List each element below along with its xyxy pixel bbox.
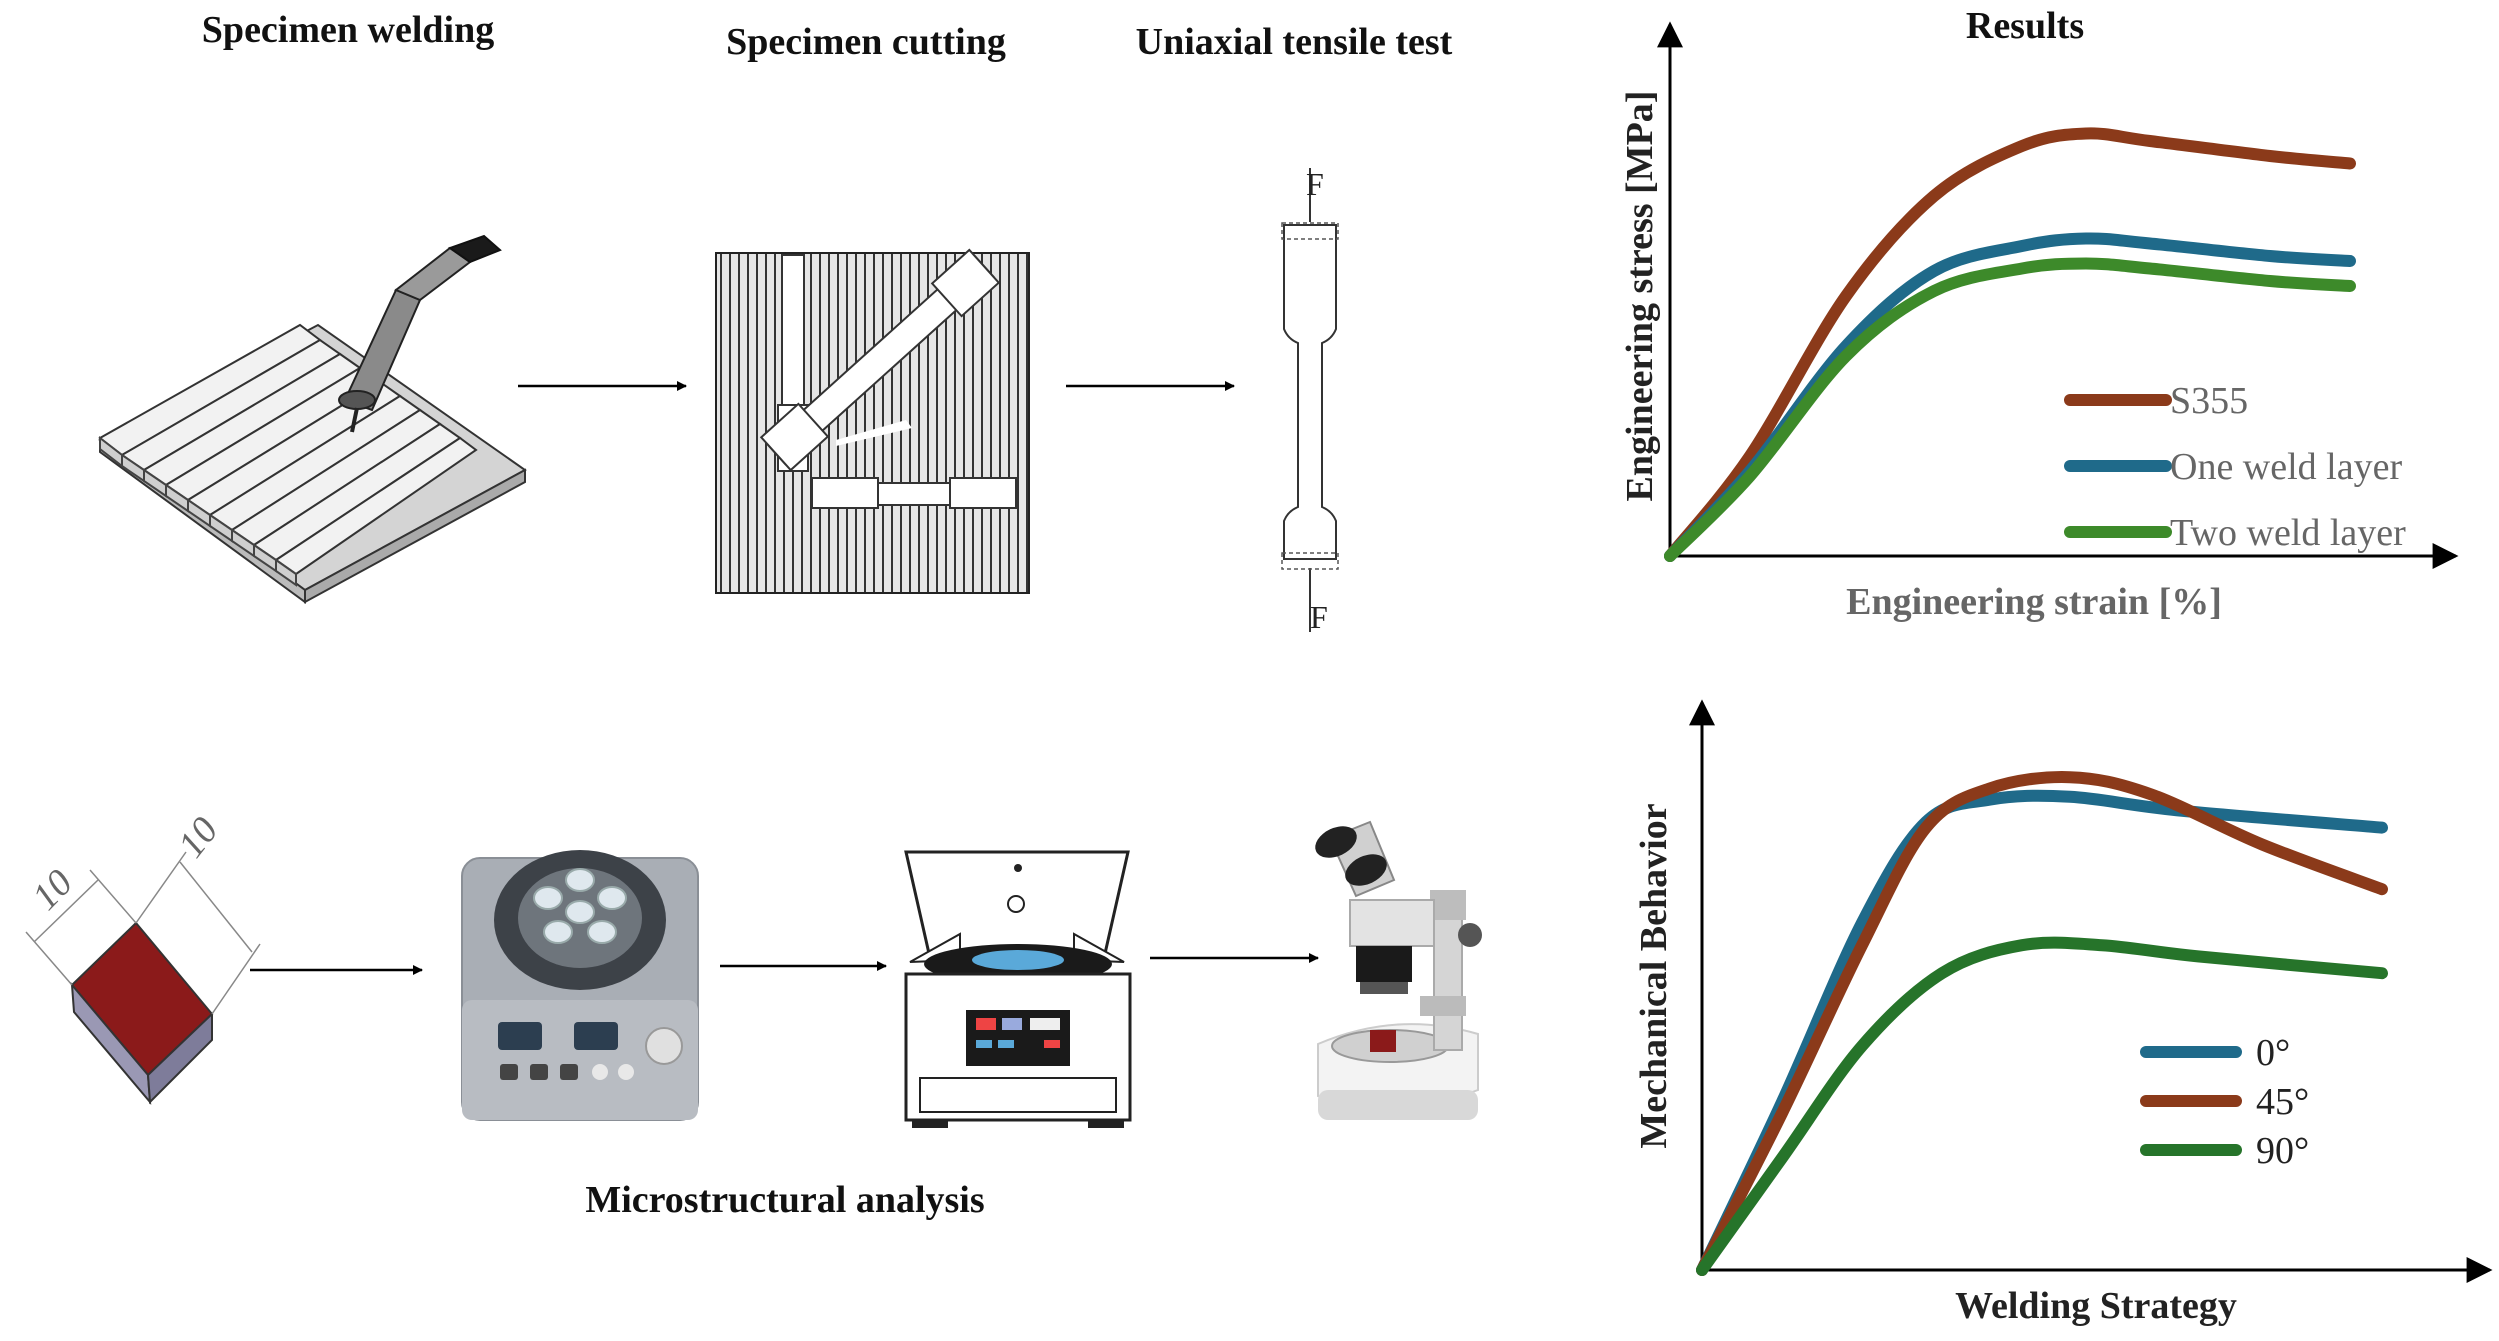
microscope-illustration [1315,820,1482,1120]
chart2-legend-label-1: 0° [2256,1032,2290,1074]
force-label-bottom: F [1310,599,1328,635]
chart2-legend-label-2: 45° [2256,1081,2309,1123]
force-label-top: F [1306,166,1324,202]
chart1-legend-label-1: S355 [2170,380,2248,422]
chart1-series-line-1 [1664,127,2356,562]
title-uniaxial-tensile-test: Uniaxial tensile test [1136,21,1453,63]
chart1-x-axis-label: Engineering strain [%] [1846,581,2222,623]
tensile-specimen-illustration [1281,168,1339,632]
title-microstructural-analysis: Microstructural analysis [585,1179,984,1221]
chart2-legend-label-3: 90° [2256,1130,2309,1172]
polishing-machine-illustration [461,850,699,1121]
centrifuge-illustration [904,850,1132,1128]
cube-dim-b: 10 [170,810,226,866]
chart1-legend-label-3: Two weld layer [2170,512,2406,554]
chart1-legend-label-2: One weld layer [2170,446,2402,488]
title-results: Results [1966,5,2084,47]
chart2-series-line-2 [1696,771,2388,1276]
title-specimen-cutting: Specimen cutting [726,21,1006,63]
cube-dim-a: 10 [24,862,81,919]
cutting-plate-illustration [715,248,1030,594]
cube-sample-illustration [25,851,261,1106]
chart1-series-line-3 [1664,257,2356,562]
chart2-series-line-3 [1696,936,2388,1276]
chart1-y-axis-label: Engineering stress [MPa] [1619,91,1661,502]
chart-mechanical-behavior: 0° 45° 90° Welding Strategy Mechanical Beh… [1633,699,2493,1327]
title-specimen-welding: Specimen welding [202,9,494,51]
chart2-y-axis-label: Mechanical Behavior [1633,803,1675,1148]
chart2-x-axis-label: Welding Strategy [1955,1285,2237,1327]
welding-plate-illustration [98,234,527,604]
